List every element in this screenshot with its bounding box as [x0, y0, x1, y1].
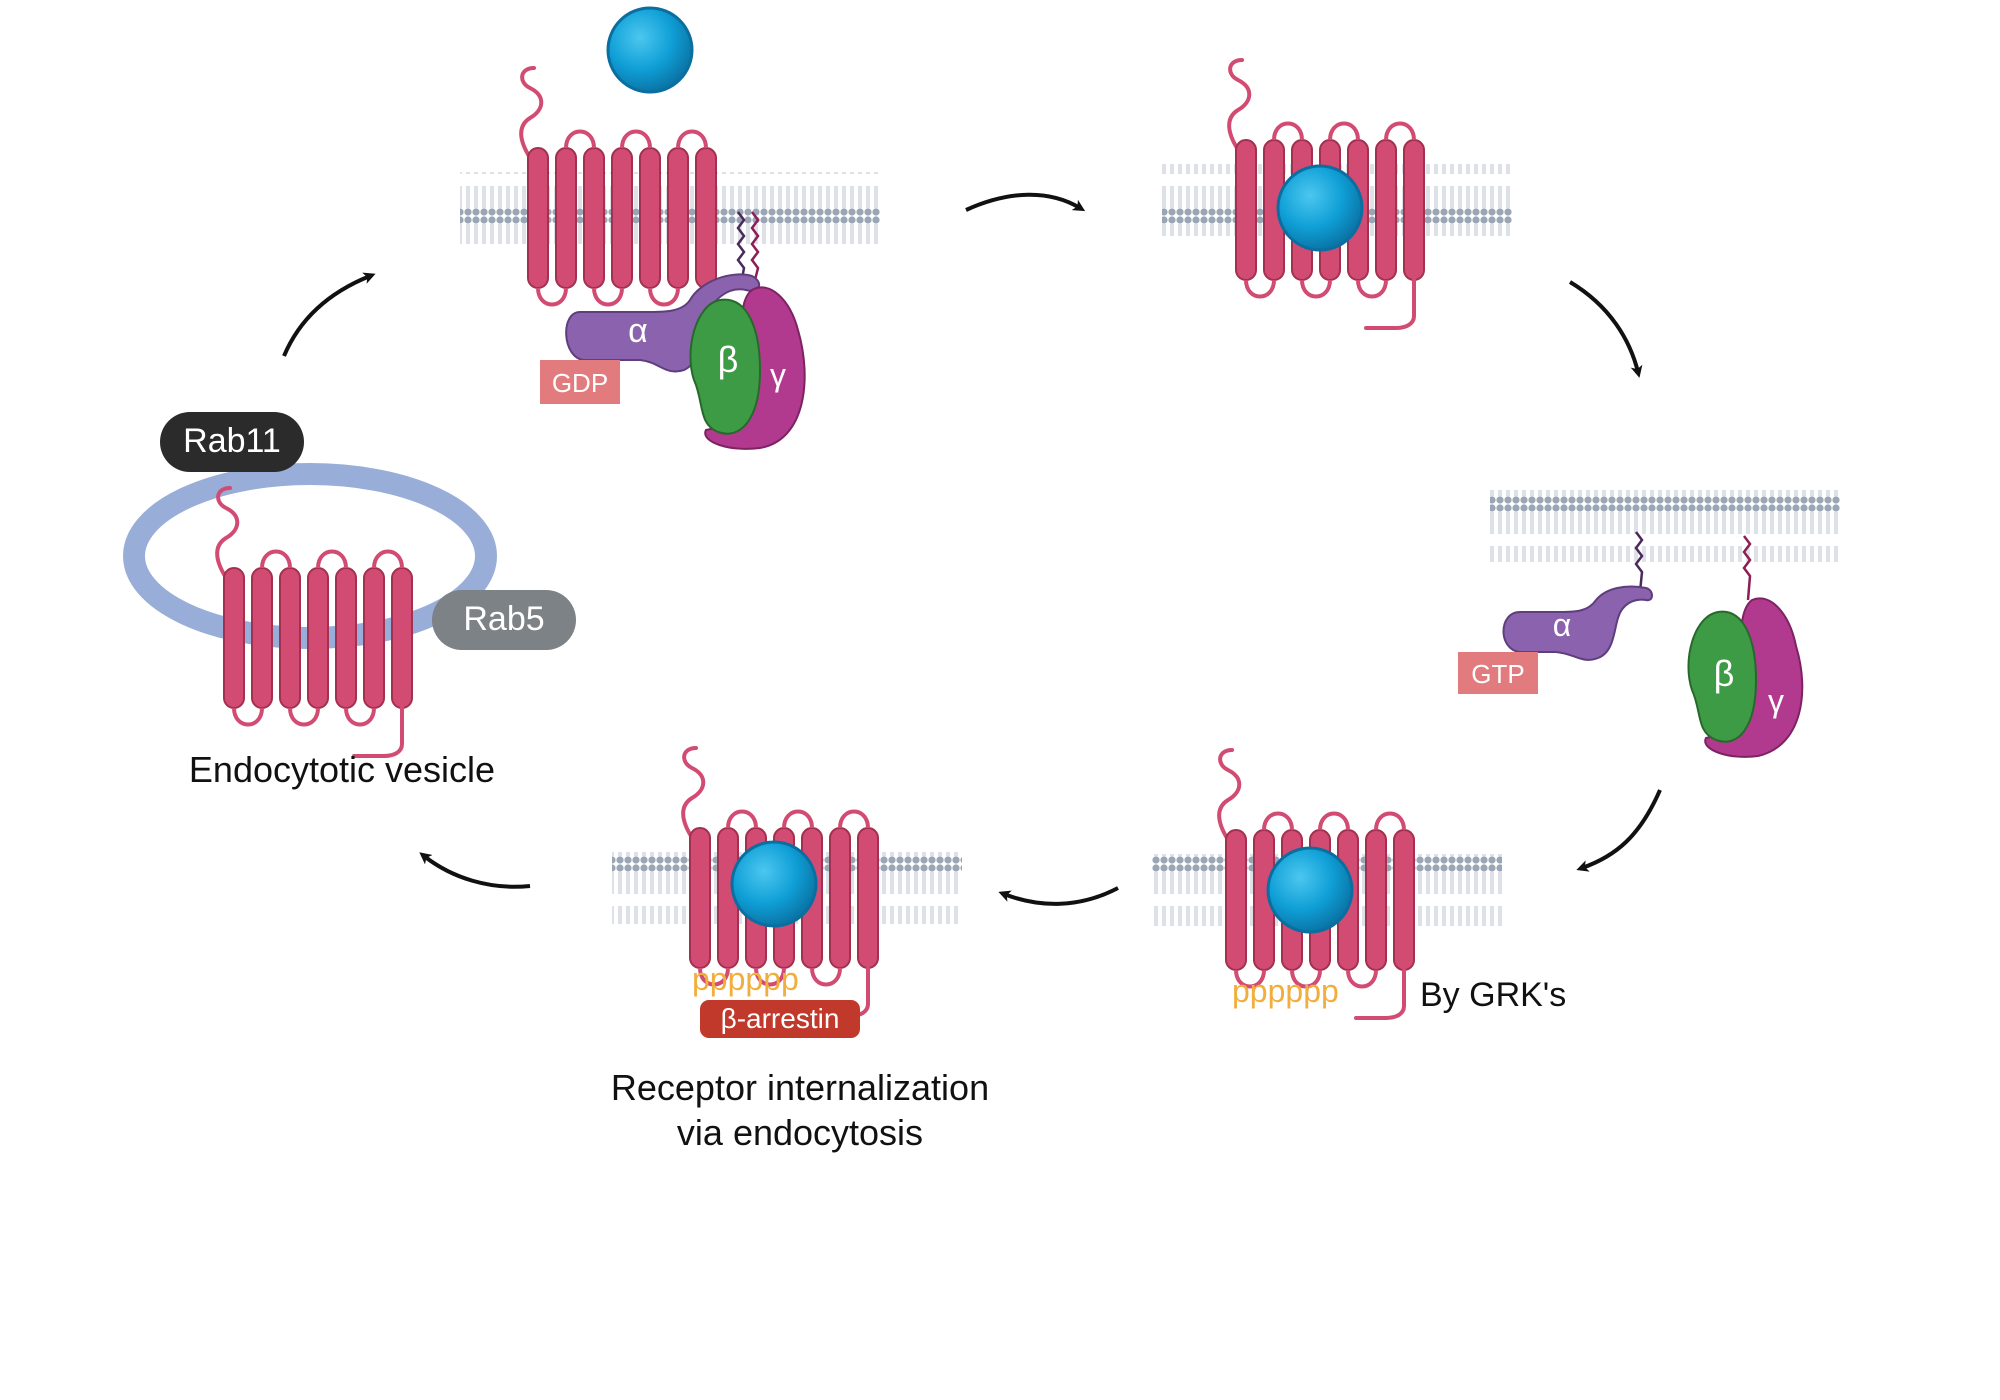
- cycle-arrow-icon: [998, 886, 1119, 906]
- ligand-sphere-icon: [1276, 164, 1364, 252]
- panel-g-protein-dissociated: α GTP β γ: [1458, 490, 1840, 758]
- lipid-anchor-icon: [1742, 535, 1752, 601]
- phosphorylation-label: pppppp: [1232, 973, 1339, 1009]
- panel-phosphorylation: pppppp By GRK's: [1152, 748, 1566, 1020]
- endocytotic-vesicle-caption: Endocytotic vesicle: [189, 749, 495, 790]
- gtp-box: [1458, 652, 1538, 694]
- gdp-box: [540, 360, 620, 404]
- ligand-sphere-icon: [730, 840, 818, 928]
- ligand-sphere-icon: [606, 6, 694, 94]
- cycle-arrow-icon: [1576, 789, 1662, 872]
- beta-arrestin-box: [700, 1000, 860, 1038]
- rab5-badge: [432, 590, 576, 650]
- g-alpha-label: α: [628, 312, 648, 350]
- gtp-label: GTP: [1471, 659, 1524, 689]
- g-alpha-label: α: [1553, 607, 1572, 643]
- g-beta-subunit: [689, 298, 762, 435]
- g-gamma-label: γ: [1768, 683, 1784, 719]
- cycle-arrow-icon: [282, 272, 376, 357]
- rab5-label: Rab5: [463, 600, 544, 638]
- panel-arrestin-internalization: pppppp β-arrestin Receptor internalizati…: [611, 746, 989, 1153]
- g-alpha-subunit: [1502, 585, 1653, 661]
- ligand-sphere-icon: [1266, 846, 1354, 934]
- g-beta-label: β: [1714, 653, 1735, 694]
- phosphorylation-label: pppppp: [692, 961, 799, 997]
- lipid-anchor-icon: [750, 211, 760, 281]
- rab11-badge: [160, 412, 304, 472]
- g-gamma-label: γ: [770, 357, 786, 393]
- cycle-arrow-icon: [1568, 280, 1643, 378]
- panel-ligand-bound: [1162, 58, 1512, 330]
- beta-arrestin-label: β-arrestin: [721, 1003, 840, 1034]
- panel-endocytotic-vesicle: Rab11 Rab5 Endocytotic vesicle: [123, 412, 576, 790]
- gdp-label: GDP: [552, 368, 608, 398]
- membrane-bilayer: [1490, 490, 1840, 562]
- cycle-arrow-icon: [419, 852, 531, 889]
- cycle-arrow-icon: [965, 192, 1086, 212]
- internalization-caption-line1: Receptor internalization: [611, 1067, 989, 1108]
- g-beta-subunit: [1687, 610, 1758, 743]
- lipid-anchor-icon: [1634, 531, 1644, 593]
- panel-inactive-receptor: α β γ GDP: [460, 6, 880, 450]
- lipid-anchor-icon: [736, 211, 746, 291]
- rab11-label: Rab11: [183, 422, 281, 460]
- internalization-caption-line2: via endocytosis: [677, 1112, 923, 1153]
- g-beta-label: β: [718, 339, 739, 380]
- by-grks-label: By GRK's: [1420, 976, 1566, 1014]
